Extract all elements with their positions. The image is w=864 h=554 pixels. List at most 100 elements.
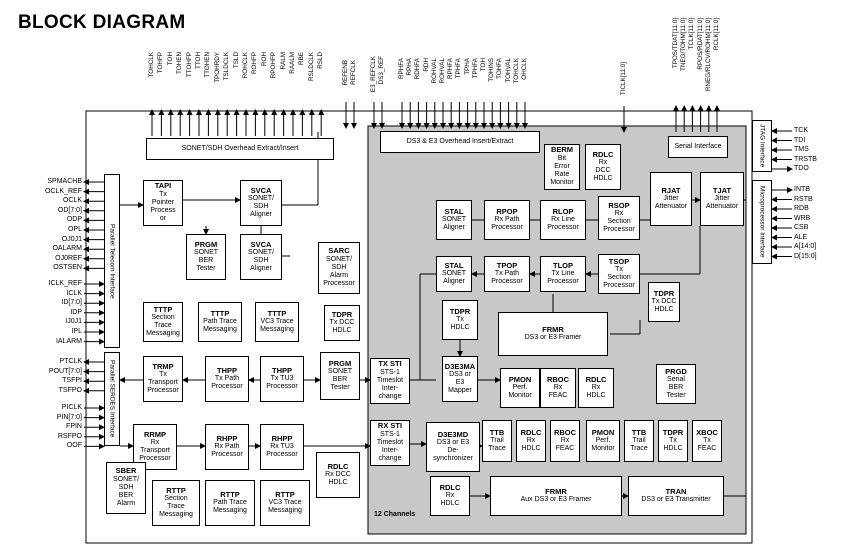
block-title: TTTP bbox=[153, 304, 173, 314]
serial-interface-block: Serial Interface bbox=[668, 136, 728, 158]
block-desc: SONET/ SDH Aligner bbox=[247, 248, 275, 273]
signal-label-left: PIN[7:0] bbox=[56, 413, 82, 421]
block-title: SBER bbox=[115, 466, 137, 476]
signal-label-top: TNEG/TOHM[11:0] bbox=[680, 18, 688, 71]
block-title: RBOC bbox=[553, 427, 577, 437]
block-desc: Jitter Attenuator bbox=[654, 194, 688, 211]
block-desc: STS-1 Timeslot Inter- change bbox=[376, 368, 404, 401]
block-desc: Tx HDLC bbox=[663, 436, 683, 453]
signal-label-top: RPHFA bbox=[447, 58, 455, 79]
block-desc: Perf. Monitor bbox=[508, 383, 532, 400]
block-title: SVCA bbox=[250, 185, 272, 195]
signal-label-left: IALARM bbox=[55, 337, 82, 345]
block-desc: Rx Path Processor bbox=[491, 215, 523, 232]
block-title: TTB bbox=[489, 427, 505, 437]
block-desc: Rx HDLC bbox=[586, 383, 606, 400]
block-desc: Rx HDLC bbox=[440, 491, 460, 508]
block-title: PMON bbox=[508, 374, 532, 384]
signal-label-top: TCLK[11:0] bbox=[688, 18, 696, 50]
signal-label-top: TOHFA bbox=[496, 58, 504, 79]
block-title: TDPR bbox=[653, 288, 675, 298]
block-desc: STS-1 Timeslot Inter- change bbox=[376, 430, 404, 463]
block-desc: Tx Section Processor bbox=[603, 265, 635, 290]
signal-label-top: RALM bbox=[279, 52, 287, 70]
block-desc: DS3 or E3 Transmitter bbox=[641, 496, 711, 503]
block-title: STAL bbox=[444, 260, 464, 270]
block-desc: Tx DCC HDLC bbox=[329, 318, 355, 335]
signal-label-left: OD[7:0] bbox=[57, 206, 82, 214]
block-title: TJAT bbox=[712, 185, 732, 195]
block-title: FRMR bbox=[542, 324, 564, 334]
signal-label-top: RPOHFP bbox=[270, 52, 278, 79]
signal-label-top: RCLK[11:0] bbox=[713, 18, 720, 51]
block-desc: Perf. Monitor bbox=[591, 436, 615, 453]
ds3-oh-bar: DS3 & E3 Overhead Insert/Extract bbox=[380, 131, 540, 153]
block-title: TSOP bbox=[608, 256, 630, 266]
block-title: BERM bbox=[550, 145, 574, 155]
signal-label-top: RAALM bbox=[289, 52, 296, 74]
block-title: TDPR bbox=[449, 306, 471, 316]
block-desc: SONET/ SDH BER Alarm bbox=[112, 475, 140, 508]
block-title: FRMR bbox=[545, 486, 567, 496]
block-title: THPP bbox=[271, 365, 292, 375]
signal-label-top: RPHFA bbox=[398, 58, 405, 79]
block-desc: Section Trace Messaging bbox=[146, 313, 180, 338]
block-title: TX STI bbox=[378, 359, 402, 369]
block-desc: Serial BER Tester bbox=[666, 375, 686, 400]
block-desc: Bit Error Rate Monitor bbox=[550, 154, 574, 187]
signal-label-top: TOHVAL bbox=[504, 58, 512, 83]
signal-label-top: TOHCLK bbox=[512, 58, 520, 84]
block-title: TDPR bbox=[662, 427, 684, 437]
signal-label-right: INTB bbox=[794, 186, 810, 193]
block-title: RJAT bbox=[661, 185, 681, 195]
block-title: RDLC bbox=[520, 427, 542, 437]
block-desc: Trail Trace bbox=[630, 436, 648, 453]
block-title: SVCA bbox=[250, 239, 272, 249]
signal-label-top: REFCLK bbox=[350, 60, 357, 85]
signal-label-top: TPOHRDY bbox=[213, 52, 221, 83]
signal-label-left: OOF bbox=[66, 442, 82, 450]
signal-label-right: WRB bbox=[794, 214, 811, 222]
signal-label-top: RSLD bbox=[317, 52, 325, 69]
block-title: PRGM bbox=[328, 358, 352, 368]
signal-label-left: RSFPO bbox=[57, 432, 82, 440]
block-desc: SONET BER Tester bbox=[193, 248, 219, 273]
signal-label-top: TPHFA bbox=[471, 58, 479, 79]
signal-label-left: OCLK bbox=[62, 197, 82, 205]
block-desc: Rx TU3 Processor bbox=[266, 442, 298, 459]
block-title: RRMP bbox=[143, 429, 167, 439]
signal-label-left: OALARM bbox=[52, 245, 82, 253]
signal-label-right: CSB bbox=[794, 224, 809, 231]
block-title: TAPI bbox=[154, 181, 172, 191]
signal-label-top: RDH bbox=[422, 58, 430, 72]
signal-label-top: TTOHEN bbox=[204, 52, 212, 78]
signal-label-top: TSLD bbox=[232, 52, 240, 69]
